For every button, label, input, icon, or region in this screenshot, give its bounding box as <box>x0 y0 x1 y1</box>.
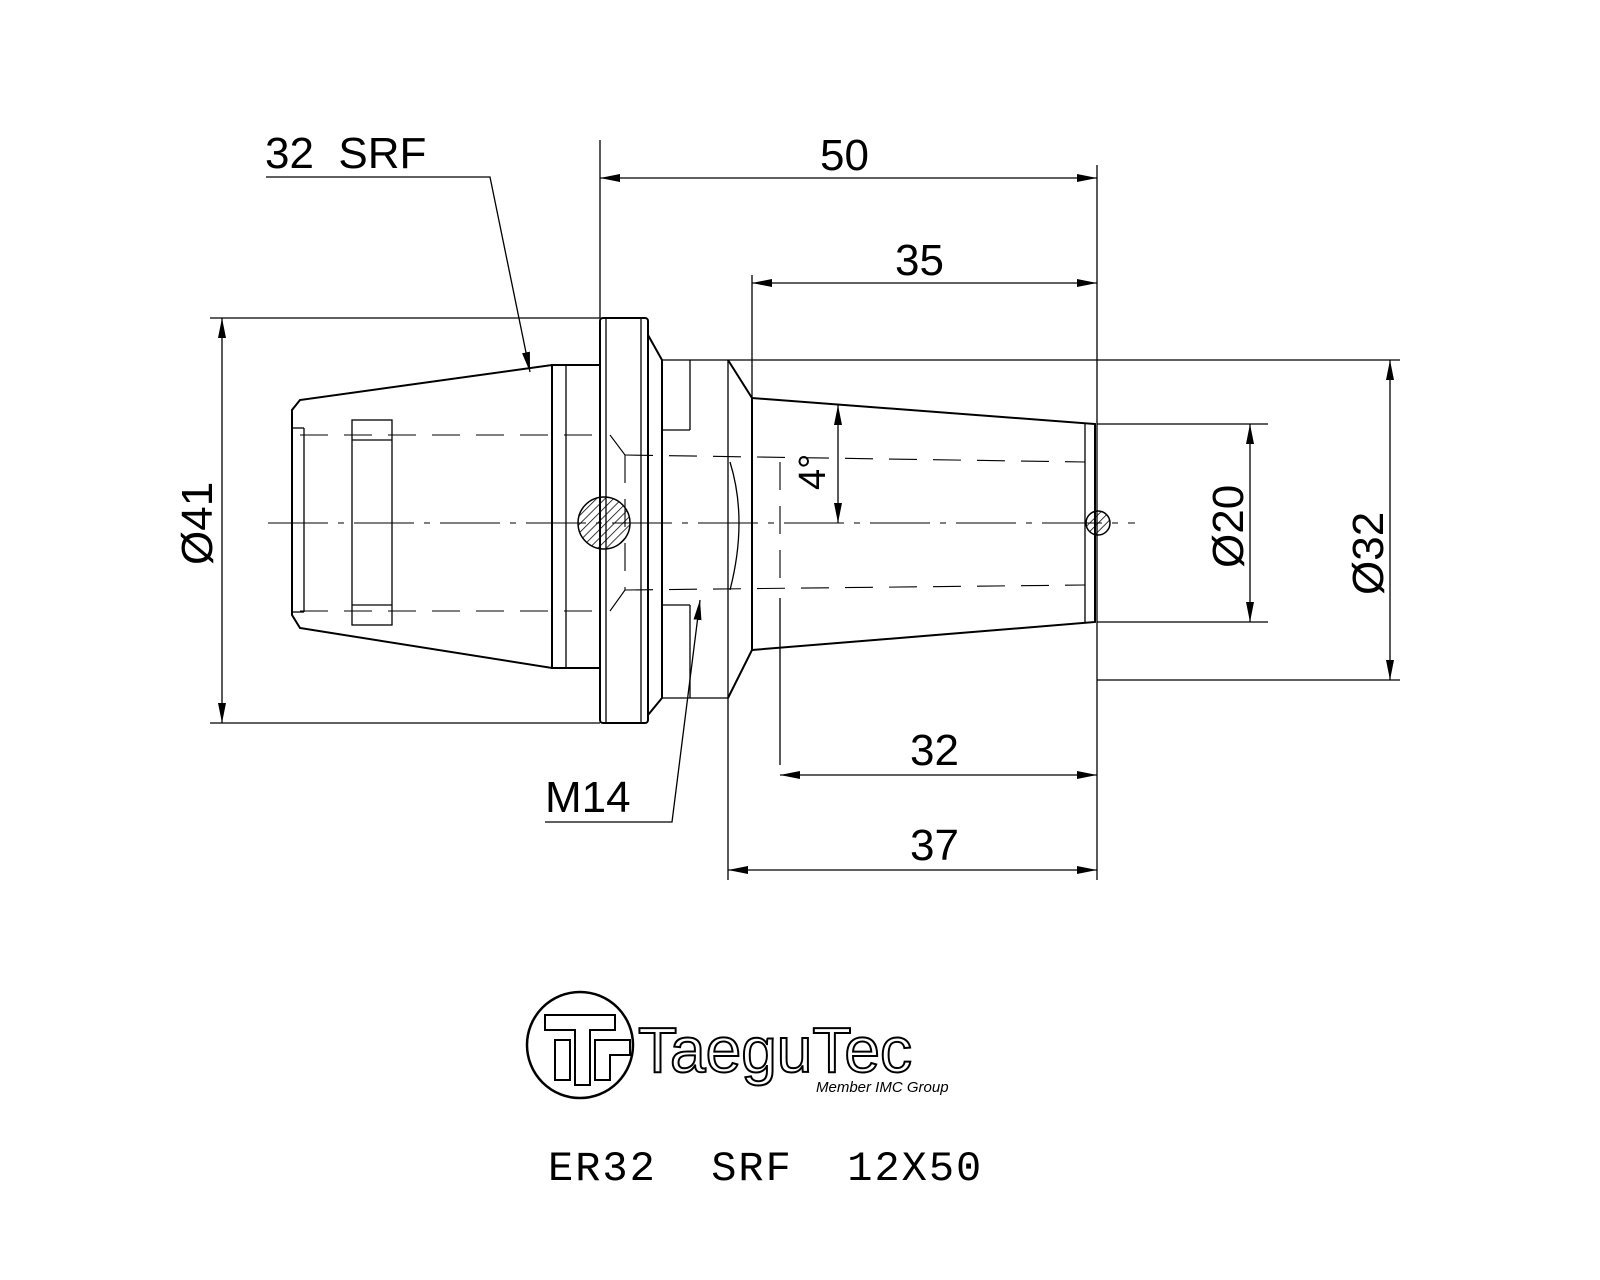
angle-label: 4° <box>792 454 834 490</box>
dimension-lines <box>210 140 1400 880</box>
tool-holder-outline <box>291 317 1096 724</box>
brand-tagline: Member IMC Group <box>816 1079 949 1096</box>
length-32-label: 32 <box>910 726 959 775</box>
taper-label: 32 SRF <box>265 129 426 178</box>
overall-length-label: 50 <box>820 131 869 180</box>
diameter-flange-label: Ø41 <box>173 482 222 565</box>
thread-label: M14 <box>545 773 631 822</box>
length-37-label: 37 <box>910 821 959 870</box>
cross-holes <box>577 496 1111 550</box>
shank-length-label: 35 <box>895 236 944 285</box>
diameter-collar-label: Ø32 <box>1344 512 1393 595</box>
part-number: ER32 SRF 12X50 <box>548 1145 983 1193</box>
taegutec-logo: TaeguTec Member IMC Group <box>525 990 949 1100</box>
brand-name: TaeguTec <box>638 1014 912 1086</box>
diameter-shank-label: Ø20 <box>1204 485 1253 568</box>
